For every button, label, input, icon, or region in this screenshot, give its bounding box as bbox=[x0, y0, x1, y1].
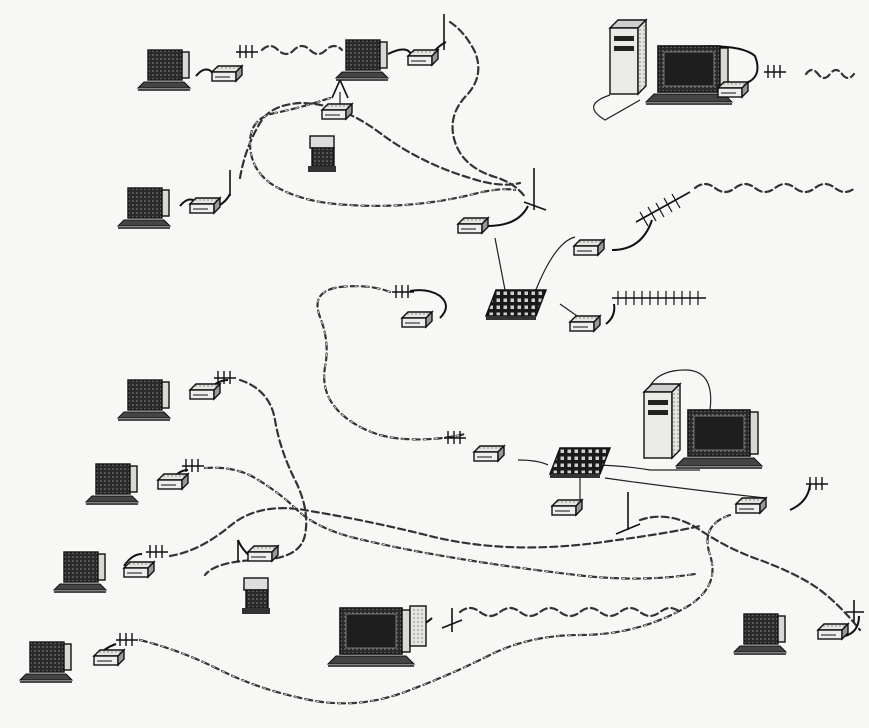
antenna-icon bbox=[444, 431, 466, 444]
computer-icon bbox=[734, 614, 786, 654]
radio-link-11 bbox=[140, 515, 730, 703]
tower-workstation-icon bbox=[610, 20, 646, 94]
computer-icon bbox=[118, 380, 170, 420]
radio-link-9 bbox=[205, 468, 695, 579]
radio-link-5 bbox=[806, 70, 854, 78]
radio-link-7 bbox=[318, 286, 466, 439]
modem-icon bbox=[574, 240, 604, 255]
modem-icon bbox=[402, 312, 432, 327]
computers bbox=[20, 40, 786, 682]
tower-workstation-icon bbox=[644, 384, 680, 458]
modem-icon bbox=[190, 384, 220, 399]
printers bbox=[242, 136, 336, 614]
radio-link-3 bbox=[240, 103, 520, 185]
antenna-icon bbox=[236, 45, 258, 58]
antenna-icon bbox=[392, 285, 414, 298]
yagi-antenna-icon bbox=[612, 291, 706, 305]
cables bbox=[96, 42, 859, 658]
modem-icon bbox=[818, 624, 848, 639]
printer-icon bbox=[242, 578, 270, 614]
workstation-icon bbox=[676, 410, 762, 468]
antenna-icon bbox=[182, 459, 204, 472]
antenna-icon bbox=[214, 371, 236, 384]
radio-link-2 bbox=[250, 98, 515, 206]
modem-icon bbox=[736, 498, 766, 513]
modem-icon bbox=[322, 104, 352, 119]
modem-icon bbox=[212, 66, 242, 81]
modem-icon bbox=[552, 500, 582, 515]
radio-link-13 bbox=[640, 517, 860, 630]
modem-icon bbox=[718, 82, 748, 97]
modem-icon bbox=[158, 474, 188, 489]
radio-link-1 bbox=[262, 46, 342, 54]
modem-icon bbox=[94, 650, 124, 665]
computer-icon bbox=[86, 464, 138, 504]
antennas bbox=[116, 14, 864, 646]
servers bbox=[410, 20, 680, 646]
yagi-antenna-icon bbox=[636, 192, 690, 226]
antenna-icon bbox=[116, 633, 138, 646]
computer-icon bbox=[336, 40, 388, 80]
antenna-icon bbox=[146, 545, 168, 558]
printer-icon bbox=[308, 136, 336, 172]
modem-icon bbox=[190, 198, 220, 213]
tower-workstation-icon bbox=[410, 606, 426, 646]
modem-icon bbox=[474, 446, 504, 461]
workstation-icon bbox=[328, 608, 414, 666]
modem-icon bbox=[124, 562, 154, 577]
modem-icon bbox=[458, 218, 488, 233]
computer-icon bbox=[20, 642, 72, 682]
computer-icon bbox=[54, 552, 106, 592]
radio-link-4 bbox=[450, 22, 525, 197]
antenna-icon bbox=[764, 65, 786, 78]
modem-icon bbox=[408, 50, 438, 65]
computer-icon bbox=[138, 50, 190, 90]
patch-panel-switch-icon bbox=[486, 290, 546, 320]
patch-panel-switch-icon bbox=[550, 448, 610, 478]
radio-link-12 bbox=[460, 608, 680, 616]
modem-icon bbox=[248, 546, 278, 561]
computer-icon bbox=[118, 188, 170, 228]
modem-icon bbox=[570, 316, 600, 331]
radio-link-6 bbox=[695, 184, 855, 192]
